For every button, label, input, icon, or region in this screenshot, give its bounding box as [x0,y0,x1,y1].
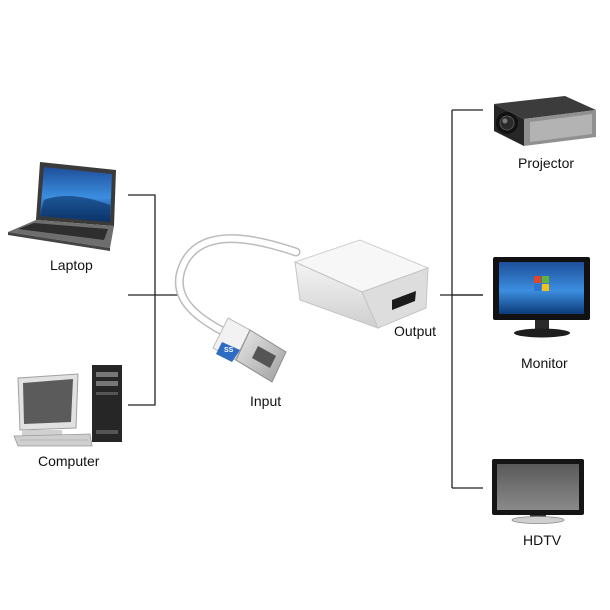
monitor-label: Monitor [521,355,568,371]
laptop-label: Laptop [50,257,93,273]
monitor-icon [493,257,590,338]
usb-to-hdmi-adapter-icon: SS [174,234,430,383]
input-label: Input [250,393,282,409]
hdtv-label: HDTV [523,532,562,548]
hdtv-icon [492,459,584,524]
output-label: Output [394,323,437,339]
projector-label: Projector [518,155,575,171]
computer-connector-line [128,295,156,406]
projector-icon [494,96,596,146]
desktop-computer-icon [13,365,122,447]
laptop-icon [8,162,116,251]
source-connector-lines [128,194,183,406]
laptop-connector-line [128,194,156,295]
output-connector-lines [440,109,483,489]
usb-plug-marking: SS [224,347,234,354]
computer-label: Computer [38,453,100,469]
